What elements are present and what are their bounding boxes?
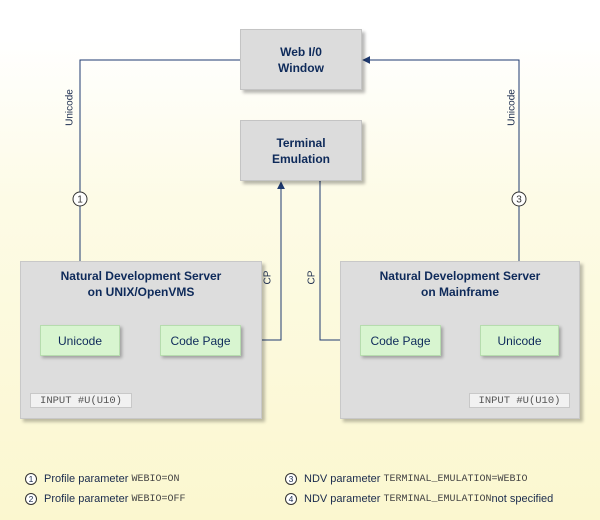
webio-title-line2: Window [278, 60, 324, 75]
right-input-statement: INPUT #U(U10) [469, 393, 570, 408]
legend-number-3: 3 [285, 473, 297, 485]
unicode-line-right [362, 56, 523, 330]
legend-text-1: Profile parameter [44, 473, 129, 485]
unicode-label-left: Unicode [64, 89, 76, 126]
legend-code-2: WEBIO=OFF [131, 493, 186, 505]
terminal-title-line1: Terminal [276, 135, 326, 150]
legend-code-3: TERMINAL_EMULATION=WEBIO [383, 473, 528, 485]
webio-window-box: Web I/0 Window [240, 29, 362, 90]
svg-text:1: 1 [77, 195, 83, 206]
legend-text-4: NDV parameter [304, 493, 381, 505]
legend-code-1: WEBIO=ON [131, 473, 180, 485]
right-server-title-line1: Natural Development Server [379, 269, 541, 283]
right-input-label: INPUT #U(U10) [478, 394, 561, 407]
legend-item-2: 2 Profile parameter WEBIO=OFF [25, 493, 185, 505]
cp-label-right: CP [306, 270, 318, 285]
legend-item-1: 1 Profile parameter WEBIO=ON [25, 473, 179, 485]
legend-item-3: 3 NDV parameter TERMINAL_EMULATION=WEBIO [285, 473, 528, 485]
right-unicode-label: Unicode [497, 333, 542, 348]
webio-title-line1: Web I/0 [280, 44, 322, 59]
left-input-label: INPUT #U(U10) [40, 394, 122, 407]
left-unicode-label: Unicode [57, 333, 103, 348]
legend-text-2: Profile parameter [44, 493, 129, 505]
legend-number-1: 1 [25, 473, 37, 485]
left-server-title-line1: Natural Development Server [60, 269, 222, 283]
left-server-title: Natural Development Server on UNIX/OpenV… [21, 268, 261, 300]
right-server-title: Natural Development Server on Mainframe [341, 268, 579, 300]
legend-suffix-4: not specified [491, 493, 554, 505]
left-unicode-box: Unicode [40, 325, 120, 356]
left-server-title-line2: on UNIX/OpenVMS [87, 285, 195, 299]
cp-label-left: CP [262, 270, 274, 285]
svg-text:3: 3 [516, 195, 522, 206]
right-codepage-label: Code Page [370, 333, 431, 348]
legend-number-4: 4 [285, 493, 297, 505]
legend-code-4: TERMINAL_EMULATION [383, 493, 492, 505]
left-codepage-box: Code Page [160, 325, 241, 356]
marker-1: 1 [72, 191, 88, 207]
terminal-emulation-box: Terminal Emulation [240, 120, 362, 181]
unicode-line-left [76, 56, 248, 323]
left-codepage-label: Code Page [170, 333, 231, 348]
legend-item-4: 4 NDV parameter TERMINAL_EMULATION not s… [285, 493, 553, 505]
legend-text-3: NDV parameter [304, 473, 381, 485]
left-input-statement: INPUT #U(U10) [30, 393, 132, 408]
marker-3: 3 [511, 191, 527, 207]
legend-number-2: 2 [25, 493, 37, 505]
right-codepage-box: Code Page [360, 325, 441, 356]
right-server-title-line2: on Mainframe [420, 285, 499, 299]
right-unicode-box: Unicode [480, 325, 559, 356]
unicode-label-right: Unicode [506, 89, 518, 126]
terminal-title-line2: Emulation [271, 151, 330, 166]
